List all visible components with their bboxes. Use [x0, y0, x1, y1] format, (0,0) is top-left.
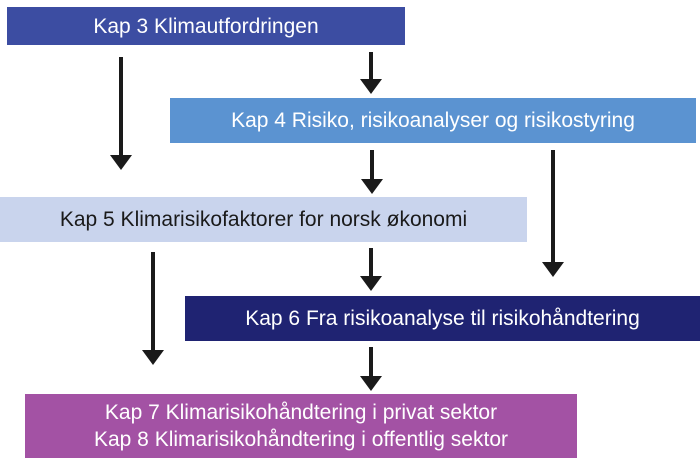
arrow-shaft	[369, 248, 373, 277]
node-kap6-label: Kap 6 Fra risikoanalyse til risikohåndte…	[245, 307, 640, 330]
node-kap3-label: Kap 3 Klimautfordringen	[93, 14, 319, 38]
arrow-head-icon	[110, 155, 132, 170]
arrow-shaft	[151, 252, 155, 351]
arrow-kap5-to-kap6	[360, 248, 382, 291]
node-kap4-label: Kap 4 Risiko, risikoanalyser og risikost…	[231, 109, 635, 132]
arrow-shaft	[551, 150, 555, 263]
arrow-kap4-to-kap6	[542, 150, 564, 277]
arrow-shaft	[369, 347, 373, 377]
arrow-head-icon	[360, 376, 382, 391]
node-kap5-label: Kap 5 Klimarisikofaktorer for norsk økon…	[59, 208, 468, 231]
node-kap5: Kap 5 Klimarisikofaktorer for norsk økon…	[0, 197, 527, 242]
arrow-head-icon	[361, 179, 383, 194]
arrow-kap6-to-kap7-8	[360, 347, 382, 391]
arrow-head-icon	[360, 79, 382, 94]
arrow-head-icon	[542, 262, 564, 277]
node-kap3: Kap 3 Klimautfordringen	[7, 7, 405, 45]
arrow-head-icon	[142, 350, 164, 365]
arrow-kap3-to-kap5	[110, 57, 132, 170]
arrow-shaft	[119, 57, 123, 156]
arrow-shaft	[370, 150, 374, 180]
node-kap8-label: Kap 8 Klimarisikohåndtering i offentlig …	[93, 428, 508, 451]
node-kap6: Kap 6 Fra risikoanalyse til risikohåndte…	[185, 296, 700, 341]
node-kap7-8: Kap 7 Klimarisikohåndtering i privat sek…	[25, 394, 577, 458]
node-kap4: Kap 4 Risiko, risikoanalyser og risikost…	[170, 98, 696, 143]
arrow-head-icon	[360, 276, 382, 291]
arrow-kap5-to-kap7-8	[142, 252, 164, 365]
arrow-kap4-to-kap5	[361, 150, 383, 194]
node-kap7-label: Kap 7 Klimarisikohåndtering i privat sek…	[104, 401, 498, 424]
arrow-kap3-to-kap4	[360, 52, 382, 94]
arrow-shaft	[369, 52, 373, 80]
